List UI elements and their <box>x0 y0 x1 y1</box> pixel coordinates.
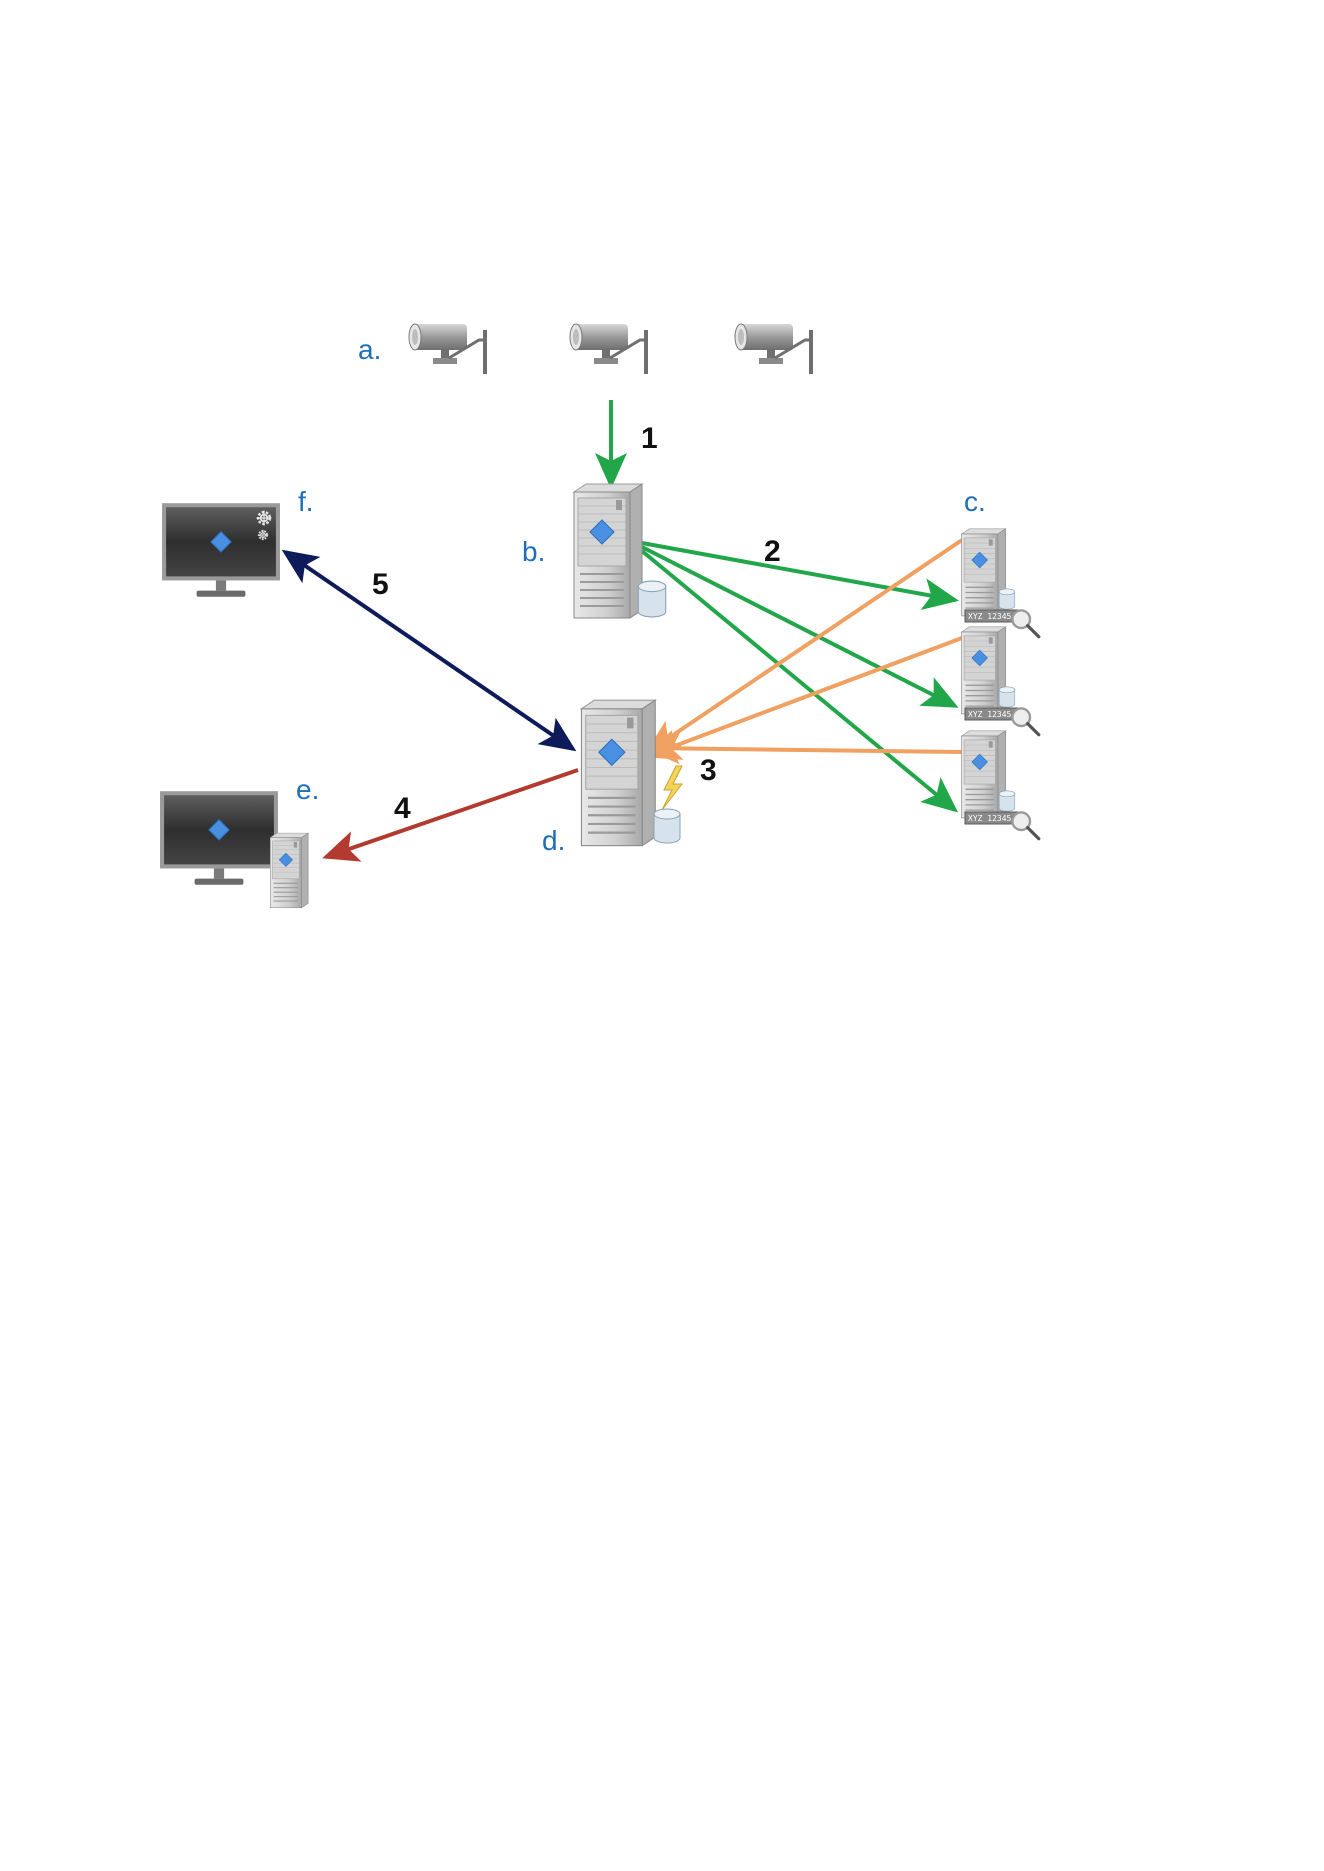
step-label-3: 3 <box>700 754 717 787</box>
step-label-2: 2 <box>764 535 781 568</box>
connector-step-4 <box>326 770 578 857</box>
step-label-1: 1 <box>641 422 658 455</box>
step-labels: 1 2 3 4 5 <box>372 422 781 825</box>
connector-step-3c <box>648 748 962 752</box>
camera-icon <box>570 324 648 374</box>
database-icon <box>638 581 665 617</box>
step-label-4: 4 <box>394 792 411 825</box>
recording-server-label: b. <box>522 536 545 567</box>
client-workstation-label: e. <box>296 774 319 805</box>
step-label-5: 5 <box>372 568 389 601</box>
recognition-servers-label: c. <box>964 486 986 517</box>
monitor-icon <box>160 791 278 885</box>
connector-step-3b <box>648 638 962 756</box>
connector-step-5 <box>285 552 573 749</box>
management-client-label: f. <box>298 486 314 517</box>
recognition-server-1: XYZ 12345 <box>962 529 1039 637</box>
server-icon <box>581 700 655 845</box>
database-icon <box>999 791 1015 811</box>
magnifier-icon <box>1012 708 1038 734</box>
license-plate-text: XYZ 12345 <box>968 814 1012 823</box>
database-icon <box>999 589 1015 609</box>
camera-icon <box>735 324 813 374</box>
cameras-label: a. <box>358 334 381 365</box>
event-server-group: d. <box>542 700 682 856</box>
recognition-server-2: XYZ 12345 <box>962 627 1039 735</box>
monitor-icon <box>162 503 280 597</box>
database-icon <box>999 687 1015 707</box>
recognition-servers-group: c. XYZ 12345 XYZ 12345 XYZ 12345 <box>962 486 1039 839</box>
magnifier-icon <box>1012 610 1038 636</box>
camera-icon <box>409 324 487 374</box>
license-plate-text: XYZ 12345 <box>968 612 1012 621</box>
recognition-server-3: XYZ 12345 <box>962 731 1039 839</box>
lightning-icon <box>662 766 682 810</box>
event-server-label: d. <box>542 825 565 856</box>
server-icon <box>574 484 642 618</box>
server-icon <box>270 833 308 908</box>
magnifier-icon <box>1012 812 1038 838</box>
cameras-group: a. <box>358 324 813 374</box>
database-icon <box>654 809 680 843</box>
client-workstation-group: e. <box>160 774 319 908</box>
license-plate-text: XYZ 12345 <box>968 710 1012 719</box>
management-client-group: f. <box>162 486 314 597</box>
